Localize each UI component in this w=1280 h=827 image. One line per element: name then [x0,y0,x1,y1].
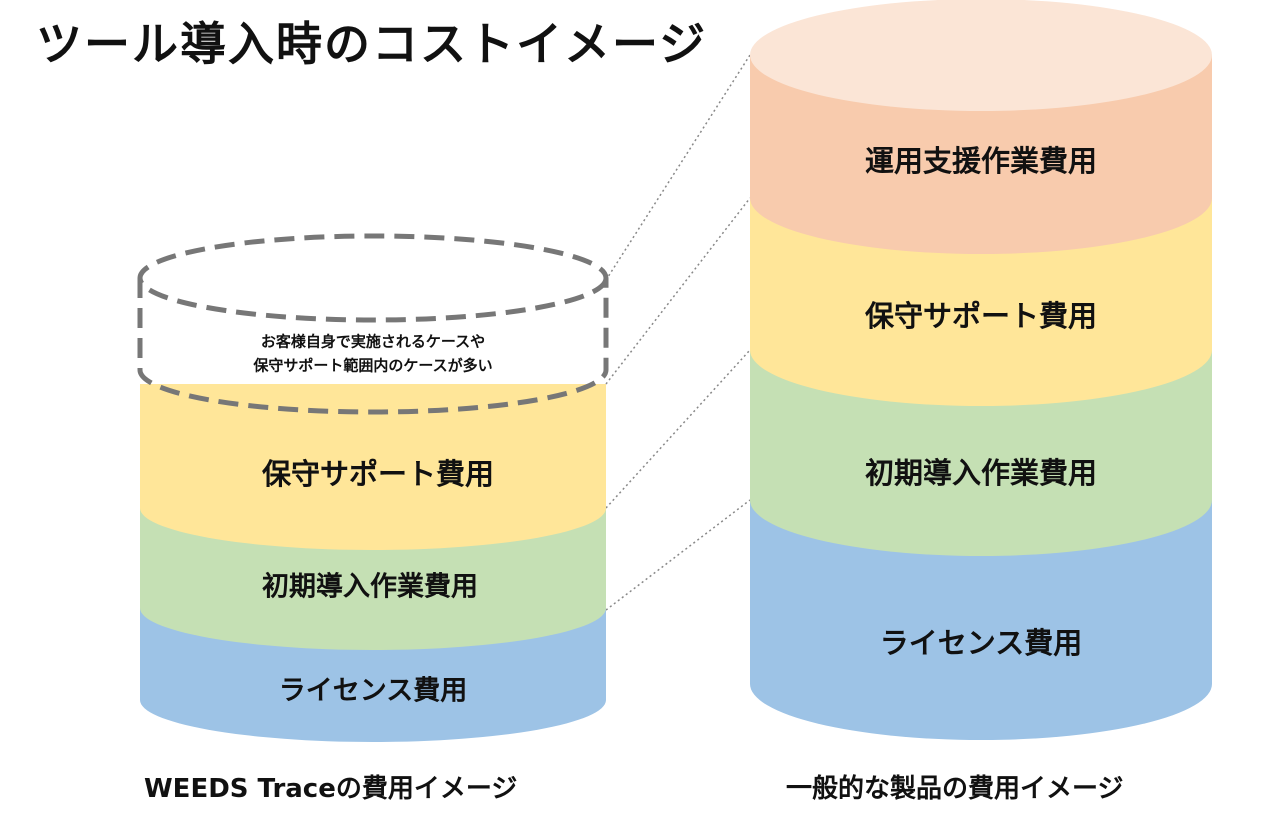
right-segment-support [750,198,1212,406]
connector-line-initial [605,349,751,509]
left-dashed-top [137,233,609,323]
left-cylinder: お客様自身で実施されるケースや 保守サポート範囲内のケースが多い 保守サポート費… [137,233,609,742]
right-label-license: ライセンス費用 [880,626,1082,660]
connector-lines [605,54,751,611]
connector-line-top [605,54,751,281]
right-caption: 一般的な製品の費用イメージ [786,774,1124,804]
left-note-line2: 保守サポート範囲内のケースが多い [252,357,492,375]
left-label-initial: 初期導入作業費用 [262,571,478,603]
right-cylinder-top [750,0,1212,111]
connector-line-support [605,197,751,385]
left-label-support: 保守サポート費用 [261,457,494,491]
right-label-support: 保守サポート費用 [864,299,1097,333]
right-cylinder: 運用支援作業費用 保守サポート費用 初期導入作業費用 ライセンス費用 [750,0,1212,740]
right-label-initial: 初期導入作業費用 [865,456,1097,490]
right-segment-license [750,500,1212,740]
page-title: ツール導入時のコストイメージ [36,17,708,71]
left-dashed-body [137,278,609,415]
connector-line-license [605,499,751,611]
left-segment-support [140,384,606,550]
left-note-line1: お客様自身で実施されるケースや [261,333,485,351]
left-empty-portion [137,233,609,415]
right-segment-initial [750,350,1212,556]
right-segment-operation [750,55,1212,254]
left-label-license: ライセンス費用 [279,676,467,707]
right-label-operation: 運用支援作業費用 [865,144,1097,178]
left-caption: WEEDS Traceの費用イメージ [144,774,518,804]
